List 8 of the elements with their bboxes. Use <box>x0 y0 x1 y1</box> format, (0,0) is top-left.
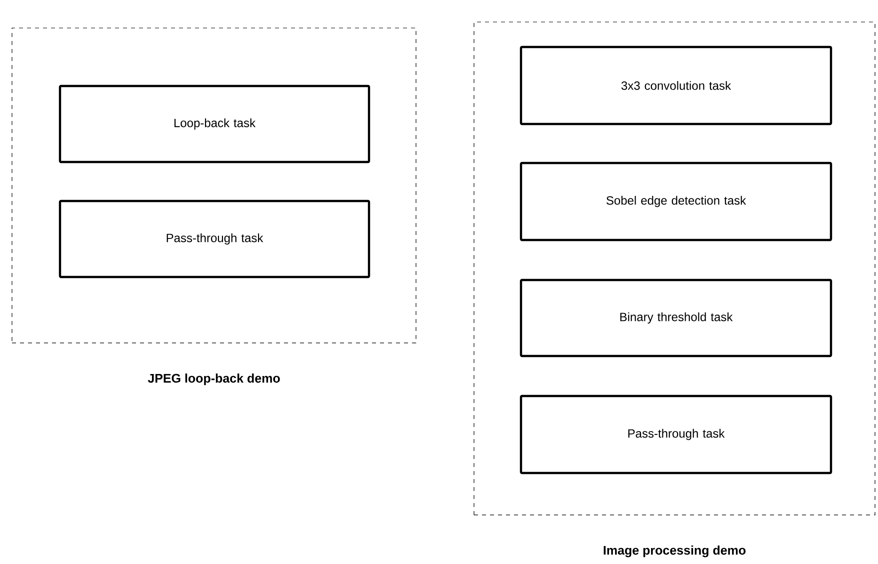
group-title: Image processing demo <box>604 546 746 558</box>
task-box: Pass-through task <box>520 394 832 474</box>
task-box: Pass-through task <box>58 200 370 278</box>
task-box: Sobel edge detection task <box>520 162 832 242</box>
task-box: Binary threshold task <box>520 278 832 358</box>
task-box: Loop-back task <box>58 84 370 164</box>
task-box: 3x3 convolution task <box>520 46 832 126</box>
group-title: JPEG loop-back demo <box>148 374 280 386</box>
